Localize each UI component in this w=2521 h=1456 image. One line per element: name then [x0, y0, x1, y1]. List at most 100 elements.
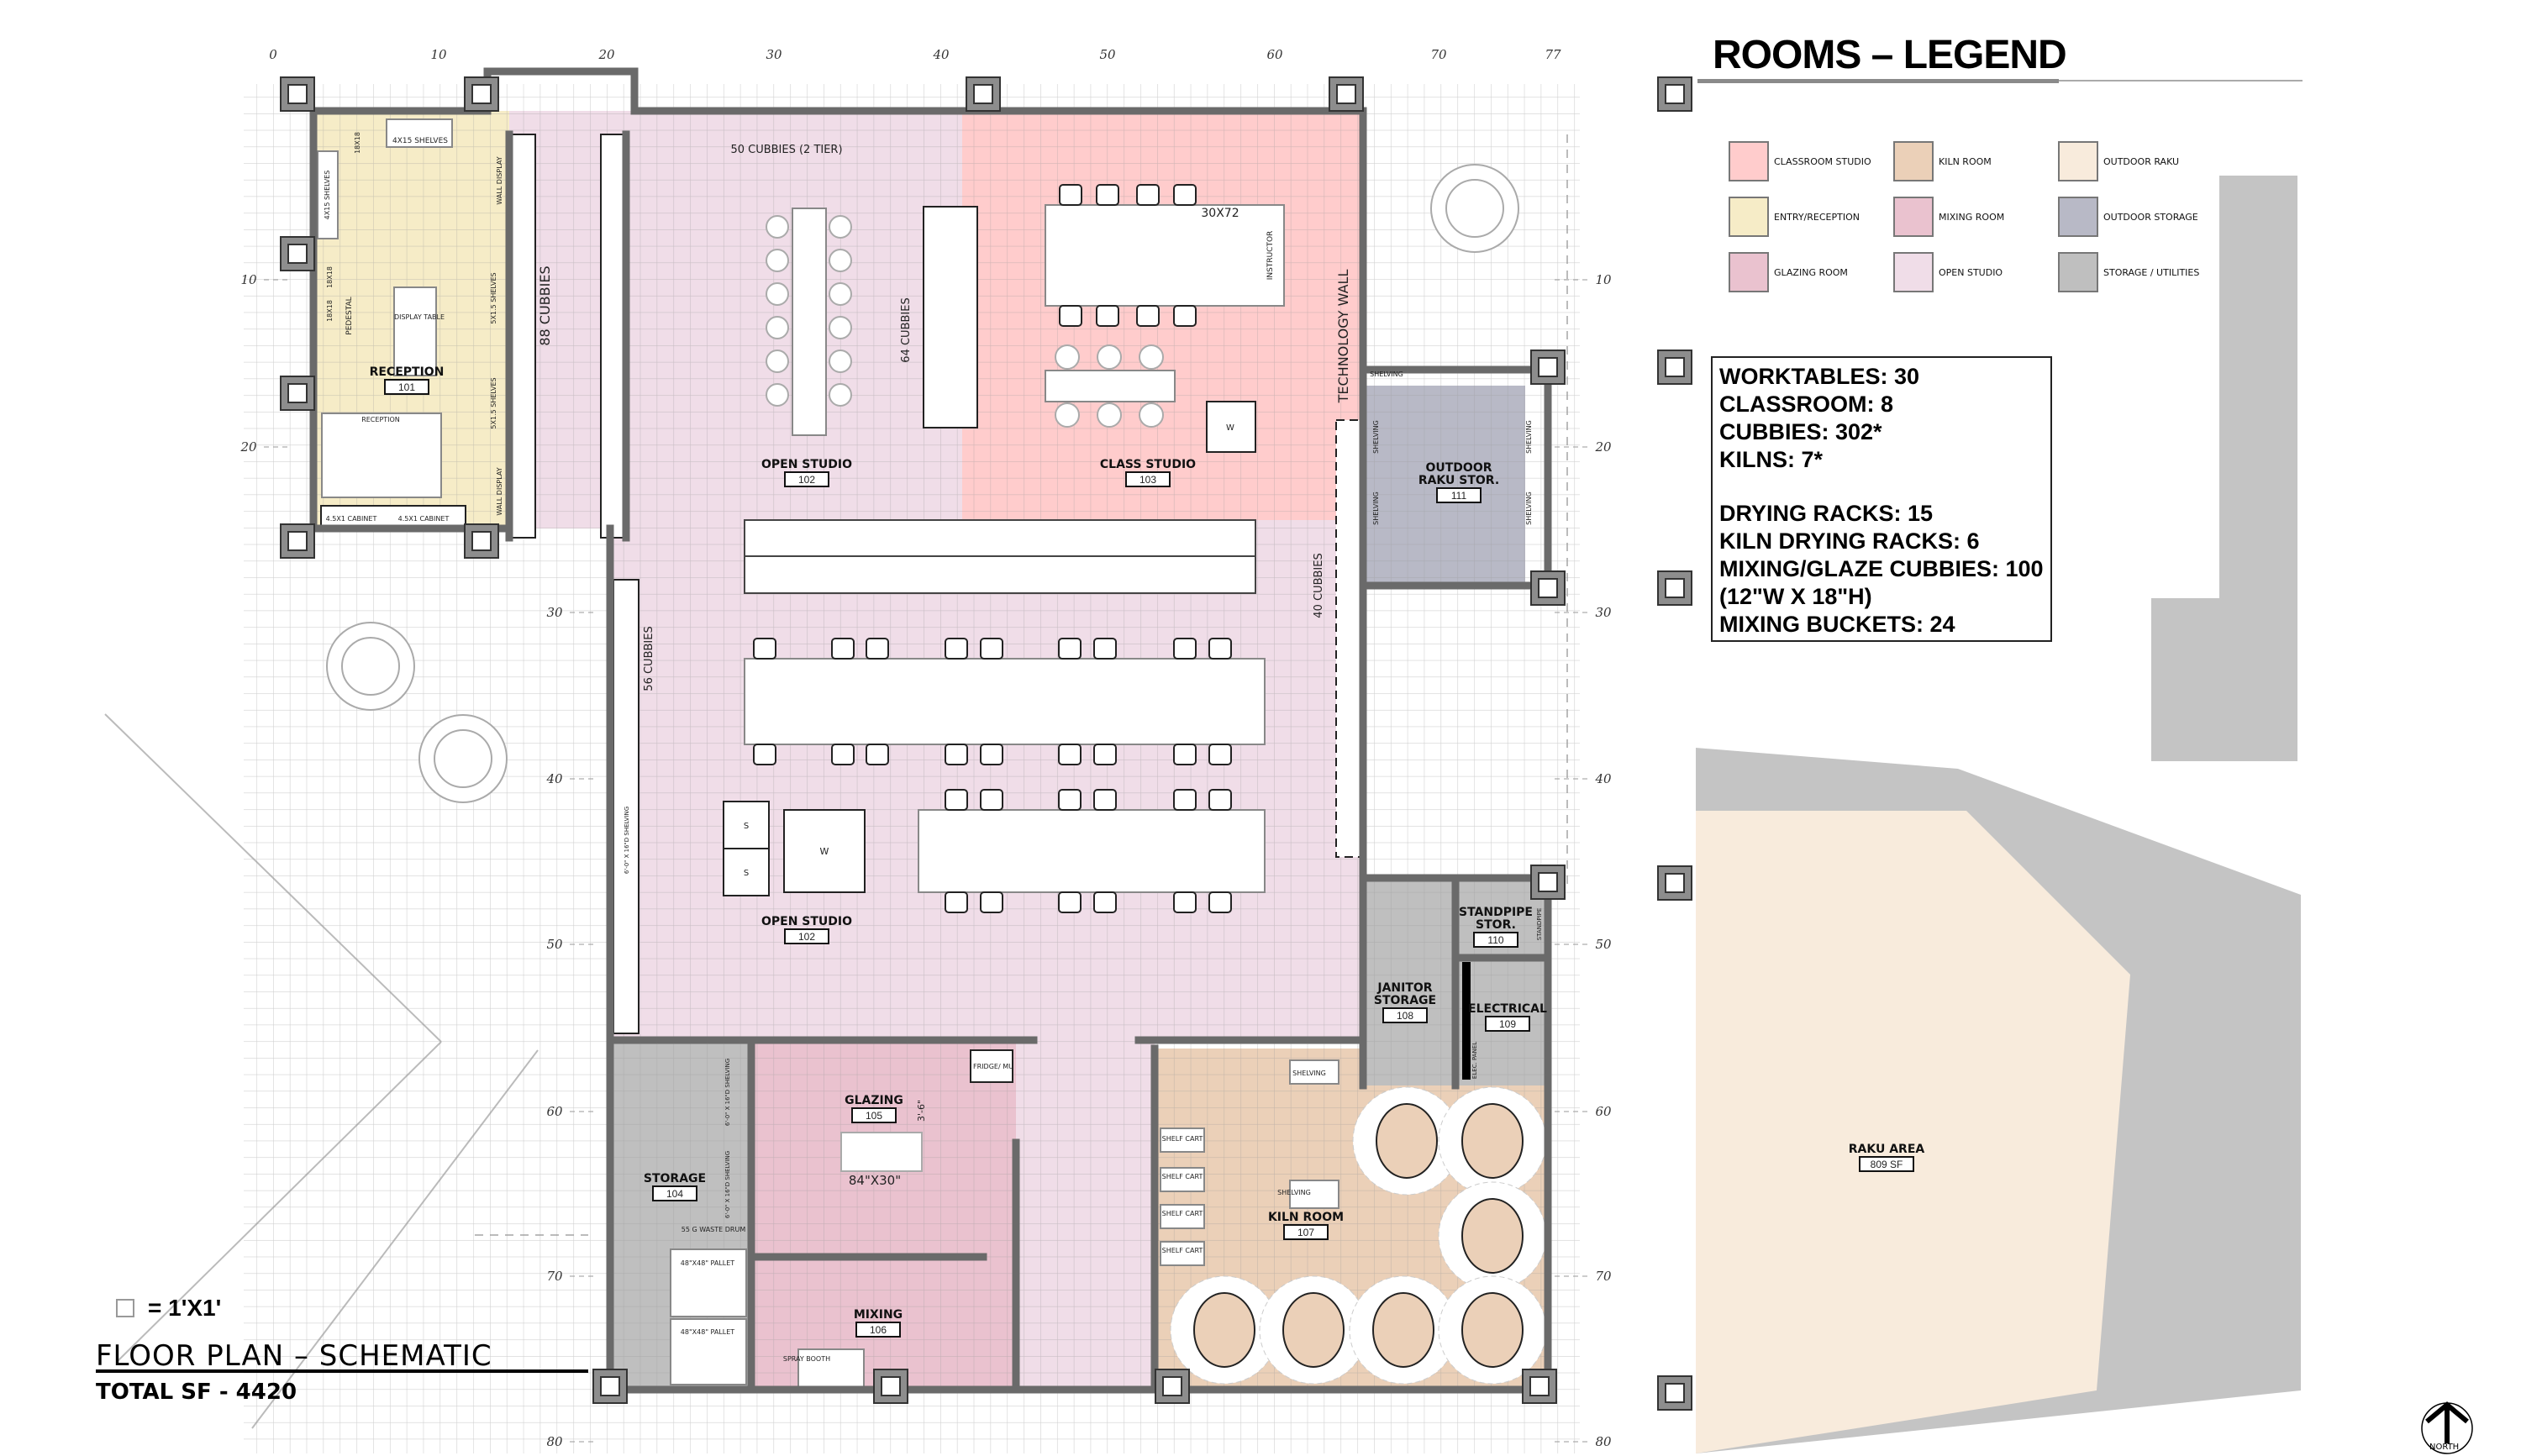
- summary-line: CLASSROOM: 8: [1719, 392, 1894, 417]
- chair: [866, 638, 889, 660]
- room-name: STANDPIPE: [1459, 906, 1533, 919]
- plan-note: RECEPTION: [361, 416, 400, 423]
- axis-label-right: 70: [1595, 1269, 1612, 1284]
- plan-note: 4.5X1 CABINET: [326, 515, 377, 523]
- axis-label-left: 20: [239, 439, 257, 455]
- legend-rule: [2059, 80, 2303, 81]
- plan-note: 4.5X1 CABINET: [398, 515, 450, 523]
- kiln: [1461, 1103, 1524, 1179]
- legend-item: KILN ROOM: [1893, 141, 1992, 181]
- legend-label: OUTDOOR STORAGE: [2103, 211, 2198, 223]
- chair: [980, 638, 1003, 660]
- plan-note: SHELF CART: [1162, 1210, 1203, 1217]
- chair: [945, 789, 968, 811]
- drawing-title: FLOOR PLAN – SCHEMATIC: [96, 1339, 492, 1373]
- chair: [1058, 638, 1082, 660]
- stool: [766, 215, 789, 239]
- chairs: [753, 184, 1232, 913]
- room-number: 111: [1451, 490, 1467, 502]
- sink-box: [723, 848, 770, 896]
- room-number-box: [384, 379, 429, 395]
- legend-label: ENTRY/RECEPTION: [1774, 211, 1860, 223]
- kiln: [1193, 1292, 1255, 1368]
- stool: [766, 316, 789, 339]
- plan-note: STANDPIPE: [1536, 908, 1543, 941]
- room-name: OPEN STUDIO: [761, 915, 852, 928]
- room-number-box: [784, 471, 829, 487]
- room-number: 106: [870, 1324, 887, 1336]
- scale-key: = 1'X1': [116, 1295, 221, 1322]
- axis-label-right: 20: [1594, 439, 1612, 455]
- room-number: 105: [866, 1110, 882, 1122]
- axis-label-top: 60: [1266, 47, 1283, 62]
- axis-label-right: 10: [1595, 272, 1612, 287]
- furniture: [317, 118, 1362, 1390]
- room-number: 109: [1499, 1018, 1516, 1030]
- kiln: [1461, 1292, 1524, 1368]
- fridge: [970, 1049, 1013, 1083]
- plan-note: 18X18: [326, 300, 334, 322]
- legend-swatch: [1893, 141, 1934, 181]
- stool: [829, 215, 852, 239]
- plan-note: 48"X48" PALLET: [681, 1328, 734, 1336]
- plan-note: SHELF CART: [1162, 1135, 1203, 1143]
- glaze-table: [840, 1132, 923, 1172]
- room-number-box: [1382, 1007, 1428, 1023]
- legend-underline: [1697, 79, 2059, 83]
- outdoor-tables: [326, 164, 1519, 803]
- room-name-line2: RAKU STOR.: [1418, 474, 1499, 487]
- axis-label-left: 70: [546, 1269, 563, 1284]
- stool: [1139, 344, 1164, 370]
- legend-item: MIXING ROOM: [1893, 197, 2004, 237]
- axis-label-left: 10: [240, 272, 257, 287]
- room-number: 108: [1397, 1010, 1413, 1022]
- axis-label-top: 50: [1099, 47, 1116, 62]
- room-number-box: [1125, 471, 1171, 487]
- kiln-shelving: [1289, 1059, 1339, 1085]
- legend-label: OPEN STUDIO: [1939, 266, 2003, 278]
- chair: [1093, 638, 1117, 660]
- legend-label: STORAGE / UTILITIES: [2103, 266, 2200, 278]
- chair: [1173, 638, 1197, 660]
- chair: [1093, 744, 1117, 765]
- chair: [1173, 184, 1197, 206]
- room-number-box: [1283, 1224, 1329, 1240]
- north-arrow-icon: [2421, 1401, 2473, 1454]
- chair: [1093, 789, 1117, 811]
- plan-note: SHELVING: [1370, 371, 1403, 378]
- chair: [1058, 891, 1082, 913]
- chair: [980, 744, 1003, 765]
- room-number: 101: [398, 381, 415, 393]
- plan-note: 48"X48" PALLET: [681, 1259, 734, 1267]
- room-number: 809 SF: [1871, 1159, 1903, 1170]
- cubbies-64: [923, 206, 978, 428]
- plan-note: 5X1.5 SHELVES: [490, 377, 497, 428]
- axis-label-top: 70: [1430, 47, 1447, 62]
- chair: [1173, 744, 1197, 765]
- cubbies-88-a: [510, 134, 536, 539]
- room-name: JANITOR: [1376, 981, 1432, 995]
- plan-note: 84"X30": [849, 1173, 901, 1188]
- stool: [829, 282, 852, 306]
- structural-columns: [280, 76, 1692, 1411]
- legend-item: GLAZING ROOM: [1729, 252, 1848, 292]
- axis-label-right: 30: [1595, 605, 1612, 620]
- column-marker: [1329, 76, 1364, 112]
- summary-line: MIXING BUCKETS: 24: [1719, 612, 1955, 637]
- shelves: [386, 118, 453, 148]
- plan-note: 6'-0" X 16"D SHELVING: [724, 1151, 731, 1218]
- stool: [1097, 344, 1122, 370]
- chair: [980, 789, 1003, 811]
- stool: [1139, 402, 1164, 428]
- legend-label: GLAZING ROOM: [1774, 266, 1848, 278]
- plan-note: 40 CUBBIES: [1313, 553, 1325, 618]
- plan-note: INSTRUCTOR: [1266, 231, 1275, 281]
- legend-label: MIXING ROOM: [1939, 211, 2005, 223]
